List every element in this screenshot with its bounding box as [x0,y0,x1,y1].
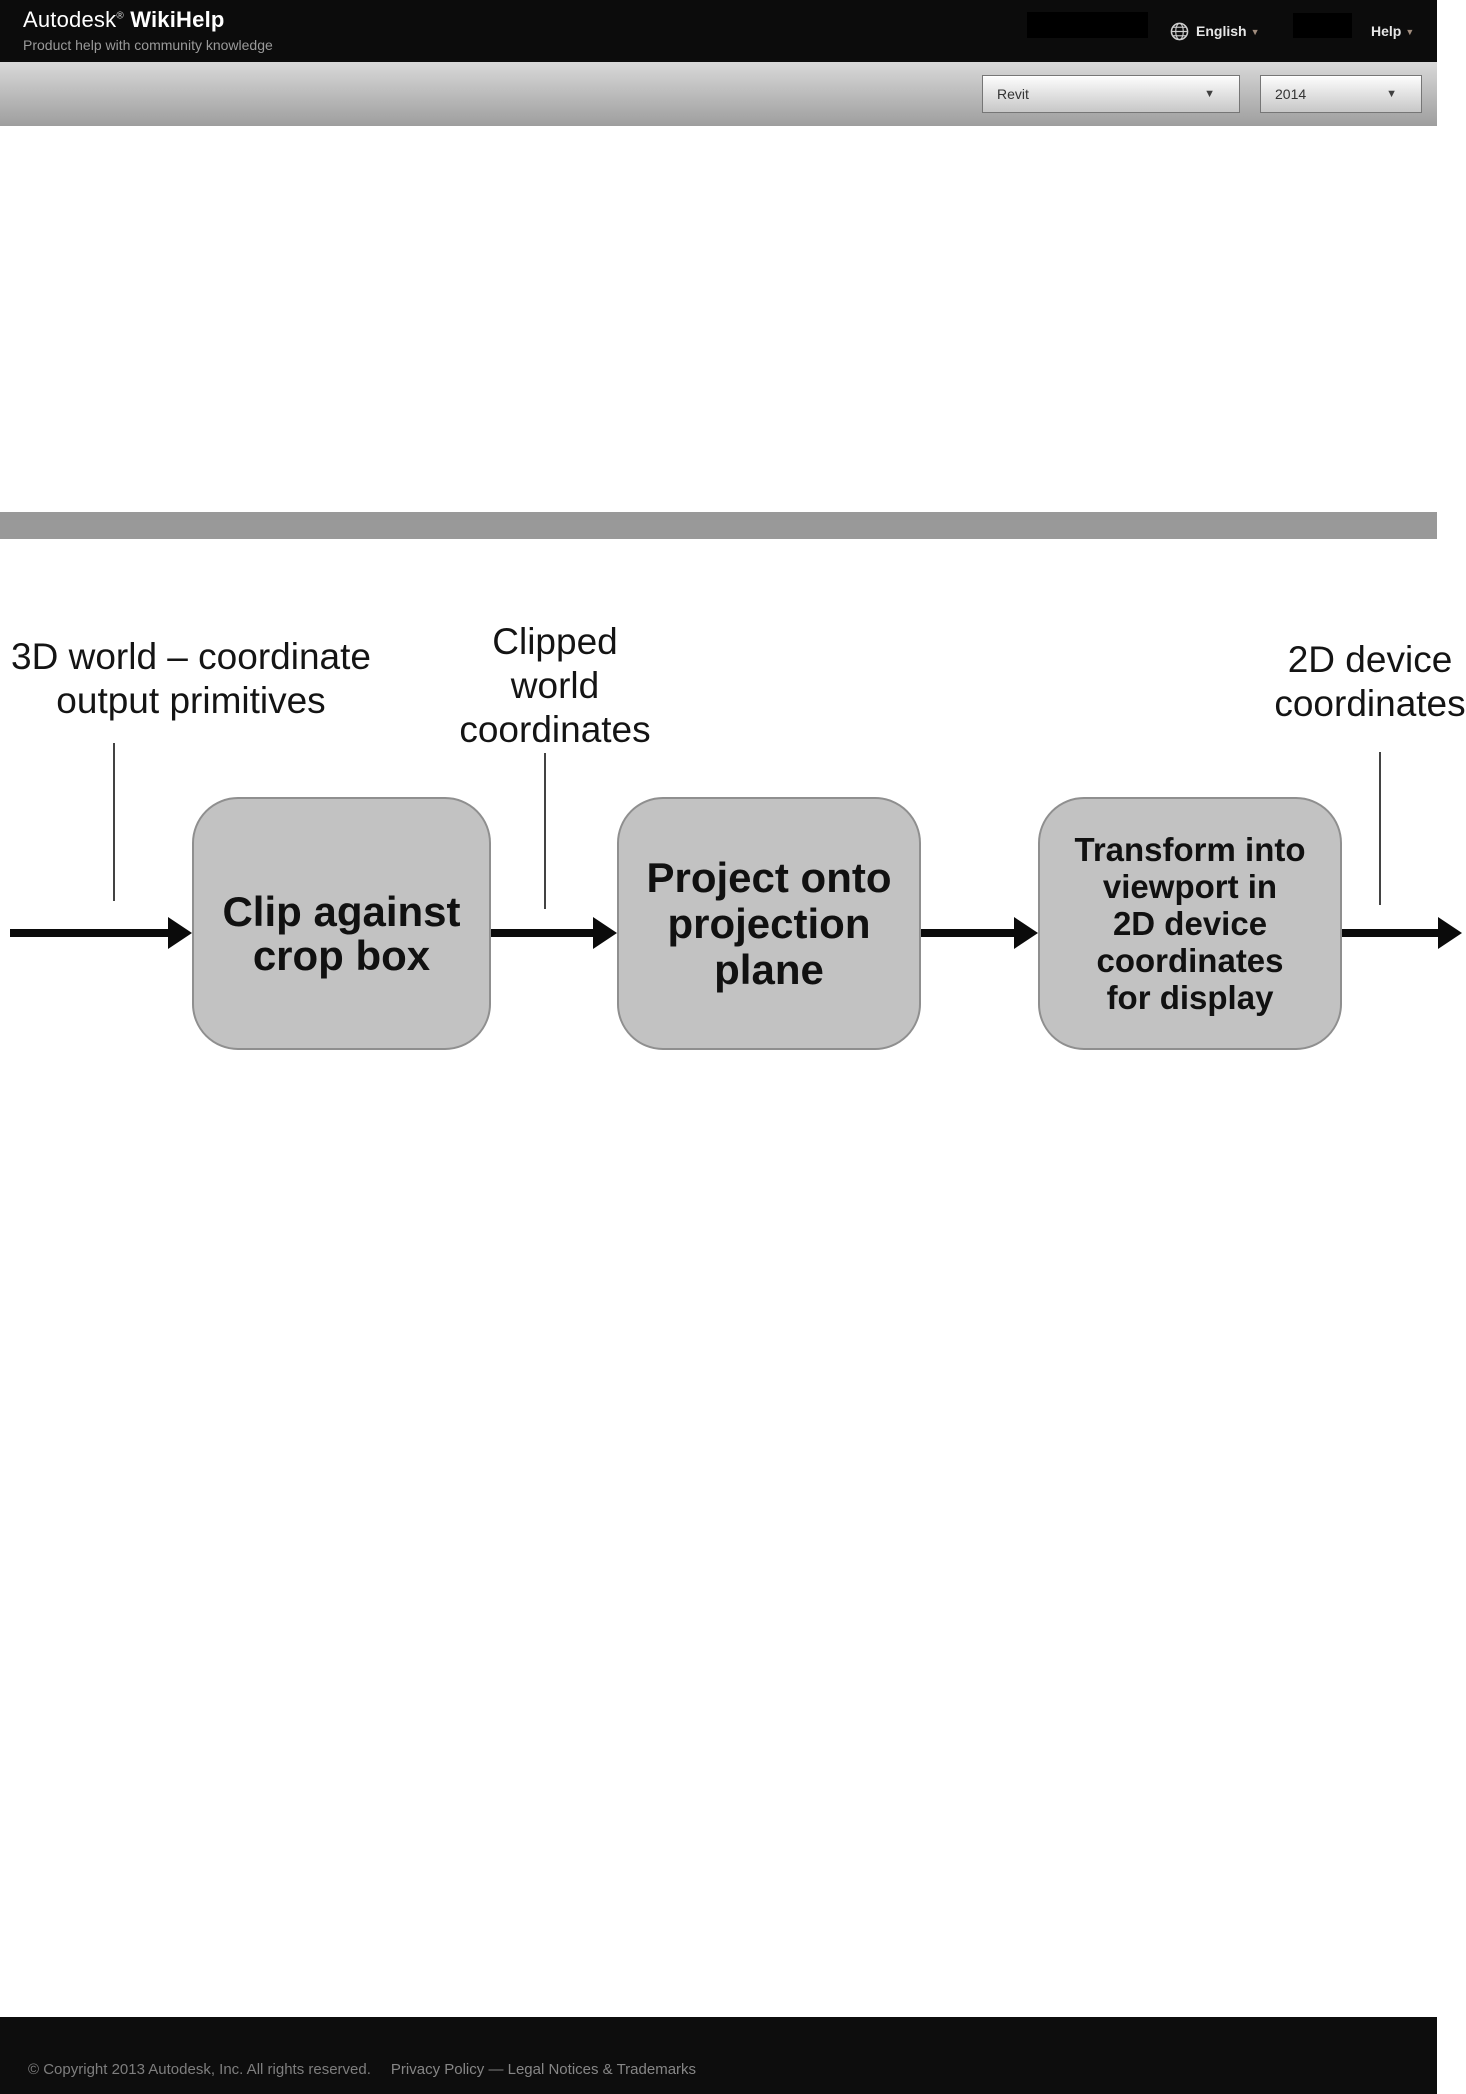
box-text-line: plane [714,945,824,993]
caret-down-icon: ▼ [1250,27,1260,37]
site-footer: © Copyright 2013 Autodesk, Inc. All righ… [0,2017,1437,2094]
flow-box-transform-into-viewport: Transform into viewport in 2D device coo… [1038,797,1342,1050]
product-toolbar: Revit ▼ 2014 ▼ [0,62,1437,126]
registered-mark: ® [116,10,124,22]
box-text-line: projection [667,899,871,947]
label-line: world [510,665,600,706]
dropdown-arrow-icon: ▼ [1204,88,1215,100]
blacked-out-box-right [1293,13,1352,38]
label-3d-world-coordinates: 3D world – coordinate output primitives [0,635,382,723]
site-logo[interactable]: Autodesk® WikiHelp [23,7,225,33]
flow-arrow-output [1342,916,1462,950]
legal-notices-link[interactable]: Legal Notices & Trademarks [507,2061,697,2078]
arrow-head-icon [168,917,192,949]
label-line: 3D world – coordinate [11,636,371,677]
box-text-line: for display [1106,979,1274,1016]
flow-arrow-clip-to-project [491,916,617,950]
label-2d-device-coordinates: 2D device coordinates [1252,638,1466,726]
flow-arrow-project-to-transform [921,916,1038,950]
flow-arrow-input [10,916,192,950]
help-menu[interactable]: Help▼ [1371,23,1414,39]
privacy-policy-link[interactable]: Privacy Policy [390,2061,485,2078]
label-line: 2D device [1287,639,1453,680]
label-line: Clipped [492,621,618,662]
label-clipped-world-coordinates: Clipped world coordinates [430,620,680,752]
section-divider-band [0,512,1437,539]
help-label: Help [1371,23,1402,39]
caret-down-icon: ▼ [1405,27,1415,37]
version-dropdown-value: 2014 [1275,86,1307,102]
language-menu[interactable]: English▼ [1196,23,1259,39]
site-tagline: Product help with community knowledge [23,37,273,53]
label-line: coordinates [1274,683,1466,724]
brand-autodesk: Autodesk [23,7,117,32]
arrow-head-icon [1438,917,1462,949]
arrow-shaft [10,929,172,937]
arrow-head-icon [593,917,617,949]
box-text-line: viewport in [1102,868,1278,905]
box-text-line: coordinates [1096,942,1284,979]
box-text-line: crop box [252,931,431,979]
box-text-line: Transform into [1074,831,1306,868]
box-text-line: Clip against [222,887,461,935]
flow-box-project-onto-projection-plane: Project onto projection plane [617,797,921,1050]
site-header: Autodesk® WikiHelp Product help with com… [0,0,1437,62]
footer-separator: — [488,2061,504,2078]
arrow-shaft [1342,929,1442,937]
globe-icon [1170,22,1189,41]
label-line: coordinates [459,709,651,750]
arrow-shaft [491,929,597,937]
pipeline-flow-diagram: 3D world – coordinate output primitives … [0,620,1466,1050]
label-pointer-line [113,743,115,901]
flow-box-clip-against-crop-box: Clip against crop box [192,797,491,1050]
label-pointer-line [544,753,546,909]
version-dropdown[interactable]: 2014 ▼ [1260,75,1422,113]
footer-text: © Copyright 2013 Autodesk, Inc. All righ… [28,2061,696,2078]
dropdown-arrow-icon: ▼ [1386,88,1397,100]
product-dropdown-value: Revit [997,86,1029,102]
box-text-line: 2D device [1112,905,1268,942]
box-text-line: Project onto [646,853,892,901]
brand-wikihelp: WikiHelp [130,7,225,32]
blacked-out-box-left [1027,12,1148,38]
language-label: English [1196,23,1247,39]
copyright-text: © Copyright 2013 Autodesk, Inc. All righ… [28,2061,371,2078]
label-line: output primitives [56,680,326,721]
label-pointer-line [1379,752,1381,905]
arrow-head-icon [1014,917,1038,949]
product-dropdown[interactable]: Revit ▼ [982,75,1240,113]
arrow-shaft [921,929,1018,937]
